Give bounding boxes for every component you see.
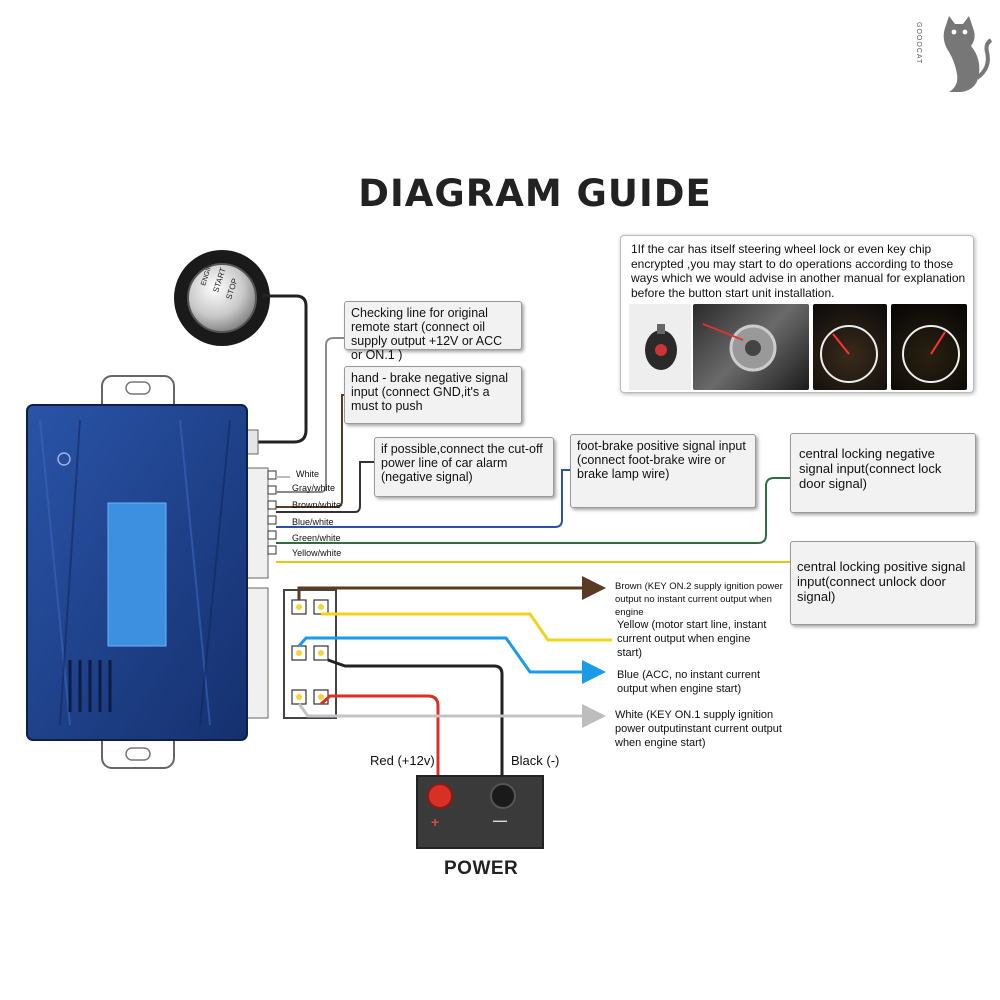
callout-alarm: if possible,connect the cut-off power li… xyxy=(374,437,554,497)
dashboard-photo-1 xyxy=(813,304,887,390)
gauge-icon-2 xyxy=(902,325,960,383)
output-label-white: White (KEY ON.1 supply ignition power ou… xyxy=(615,709,782,749)
wire-label-blue-white: Blue/white xyxy=(292,517,334,527)
ignition-lock-photo xyxy=(693,304,809,390)
dashboard-photo-2 xyxy=(891,304,967,390)
steering-lock-note: 1If the car has itself steering wheel lo… xyxy=(620,235,974,393)
battery-icon xyxy=(416,775,544,849)
car-key-icon xyxy=(645,324,677,370)
callout-footbrake: foot-brake positive signal input (connec… xyxy=(570,434,756,508)
gauge-icon xyxy=(820,325,878,383)
callout-central-lock-positive: central locking positive signal input(co… xyxy=(790,541,976,625)
logo-text: GOOOCAT xyxy=(915,22,922,65)
engine-start-button-icon: ENGINE START STOP xyxy=(174,250,270,346)
battery-minus-label: — xyxy=(493,812,507,828)
brand-logo: GOOOCAT xyxy=(915,8,995,98)
power-title: POWER xyxy=(444,858,519,879)
key-chip-photo xyxy=(629,304,691,390)
wire-label-gray-white: Gray/white xyxy=(292,483,336,493)
wire-label-white: White xyxy=(296,469,320,479)
wire-label-brown-white: Brown/white xyxy=(292,500,342,510)
module-display xyxy=(107,502,167,647)
output-label-yellow: Yellow (motor start line, instant curren… xyxy=(617,619,767,659)
control-module xyxy=(26,404,248,741)
callout-checking-line: Checking line for original remote start … xyxy=(344,301,522,362)
page-title: DIAGRAM GUIDE xyxy=(358,172,712,215)
ignition-cylinder-icon xyxy=(702,323,777,372)
output-label-brown: Brown (KEY ON.2 supply ignition power ou… xyxy=(615,581,783,618)
red-wire-label: Red (+12v) xyxy=(370,753,435,768)
wire-label-yellow-white: Yellow/white xyxy=(292,548,342,558)
callout-handbrake: hand - brake negative signal input (conn… xyxy=(344,366,522,424)
cat-icon xyxy=(943,16,993,92)
callout-central-lock-negative: central locking negative signal input(co… xyxy=(790,433,976,513)
wire-label-green-white: Green/white xyxy=(292,533,341,543)
battery-plus-label: + xyxy=(431,814,440,830)
black-wire-label: Black (-) xyxy=(511,753,560,768)
note-text: 1If the car has itself steering wheel lo… xyxy=(631,242,966,300)
output-label-blue: Blue (ACC, no instant current output whe… xyxy=(617,669,761,695)
